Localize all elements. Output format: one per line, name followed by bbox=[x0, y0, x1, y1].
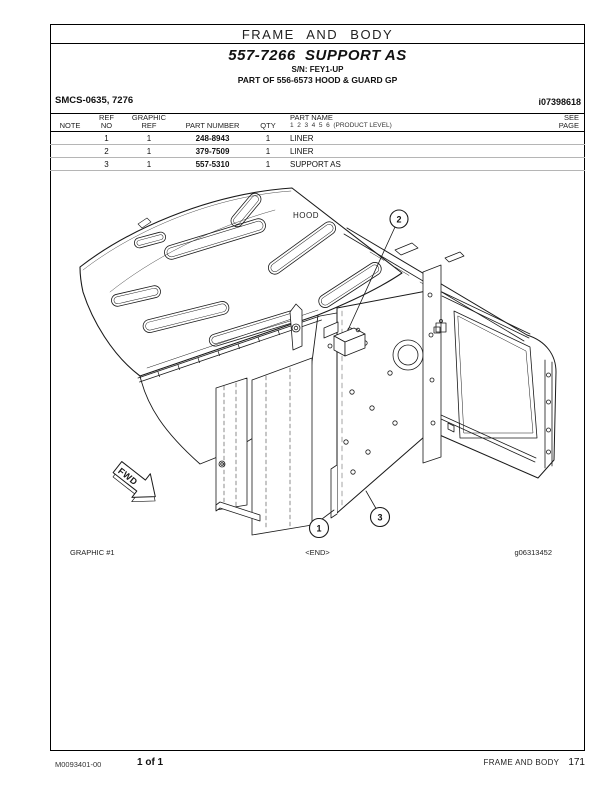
footer-doc-number: M0093401-00 bbox=[55, 760, 102, 769]
parts-diagram: HOOD FWD 2 1 3 bbox=[79, 187, 557, 539]
callout-1: 1 bbox=[308, 509, 335, 539]
callout-3: 3 bbox=[365, 490, 391, 528]
header-part-name: PART NAME 1 2 3 4 5 6 (PRODUCT LEVEL) bbox=[286, 114, 540, 130]
header-see-page-line2: PAGE bbox=[558, 121, 579, 130]
cell-graphic-ref: 1 bbox=[146, 146, 152, 156]
footer-page-number: 171 bbox=[568, 757, 585, 768]
cell-part-name: SUPPORT AS bbox=[290, 159, 341, 169]
fwd-arrow: FWD bbox=[112, 461, 156, 503]
cell-part-name: LINER bbox=[290, 146, 314, 156]
table-row: 3 1 557-5310 1 SUPPORT AS bbox=[50, 158, 585, 171]
mount-bracket-drawing bbox=[289, 303, 366, 357]
cell-ref-no: 2 bbox=[104, 146, 109, 156]
hood-inner-panels-drawing bbox=[215, 357, 313, 536]
cell-part-number: 248-8943 bbox=[195, 133, 230, 143]
header-graphic-ref-line1: GRAPHIC bbox=[131, 113, 167, 122]
header-see-page-line1: SEE bbox=[563, 113, 579, 122]
serial-number-line: S/N: FEY1-UP bbox=[291, 65, 344, 74]
part-title: 557-7266 SUPPORT AS bbox=[228, 47, 407, 64]
part-of-line: PART OF 556-6573 HOOD & GUARD GP bbox=[237, 75, 398, 85]
callout-2: 2 bbox=[347, 209, 409, 331]
hood-label: HOOD bbox=[293, 211, 319, 220]
smcs-code: SMCS-0635, 7276 bbox=[55, 95, 134, 106]
header-part-number: PART NUMBER bbox=[185, 121, 240, 130]
header-qty: QTY bbox=[260, 121, 276, 130]
cell-ref-no: 1 bbox=[104, 133, 109, 143]
header-ref-no-line1: REF bbox=[99, 113, 114, 122]
support-plate-drawing bbox=[330, 289, 433, 519]
table-row: 2 1 379-7509 1 LINER bbox=[50, 145, 585, 158]
header-ref-no-line2: NO bbox=[100, 121, 113, 130]
header-see-page: SEE PAGE bbox=[540, 114, 585, 130]
cell-part-number: 557-5310 bbox=[195, 159, 230, 169]
cell-part-name: LINER bbox=[290, 133, 314, 143]
parts-table: NOTE REF NO GRAPHIC REF PART NUMBER QTY … bbox=[50, 113, 585, 171]
footer-section-block: FRAME AND BODY 171 bbox=[484, 757, 585, 768]
header-note: NOTE bbox=[59, 121, 81, 130]
header-ref-no: REF NO bbox=[90, 114, 123, 130]
header-graphic-ref-line2: REF bbox=[141, 121, 157, 130]
media-id: i07398618 bbox=[538, 97, 581, 107]
rear-frame-drawing bbox=[394, 242, 557, 479]
graphic-id: g06313452 bbox=[514, 548, 552, 557]
cell-part-number: 379-7509 bbox=[195, 146, 230, 156]
table-row: 1 1 248-8943 1 LINER bbox=[50, 132, 585, 145]
cell-qty: 1 bbox=[265, 159, 271, 169]
header-graphic-ref: GRAPHIC REF bbox=[123, 114, 175, 130]
header-product-level: 1 2 3 4 5 6 (PRODUCT LEVEL) bbox=[290, 122, 392, 129]
graphic-caption: GRAPHIC #1 bbox=[70, 548, 115, 557]
callout-3-label: 3 bbox=[377, 513, 382, 523]
footer-page-count: 1 of 1 bbox=[137, 757, 164, 768]
header-part-name-line1: PART NAME bbox=[290, 113, 333, 122]
parts-table-header: NOTE REF NO GRAPHIC REF PART NUMBER QTY … bbox=[50, 113, 585, 132]
section-title: FRAME AND BODY bbox=[241, 26, 394, 42]
end-marker: <END> bbox=[305, 548, 330, 557]
cell-qty: 1 bbox=[265, 133, 271, 143]
callout-2-label: 2 bbox=[396, 215, 401, 225]
cell-graphic-ref: 1 bbox=[146, 159, 152, 169]
section-title-bar: FRAME AND BODY bbox=[50, 24, 585, 44]
callout-1-label: 1 bbox=[316, 524, 321, 534]
cell-ref-no: 3 bbox=[104, 159, 109, 169]
footer-section: FRAME AND BODY bbox=[483, 758, 560, 767]
cell-graphic-ref: 1 bbox=[146, 133, 152, 143]
cell-qty: 1 bbox=[265, 146, 271, 156]
